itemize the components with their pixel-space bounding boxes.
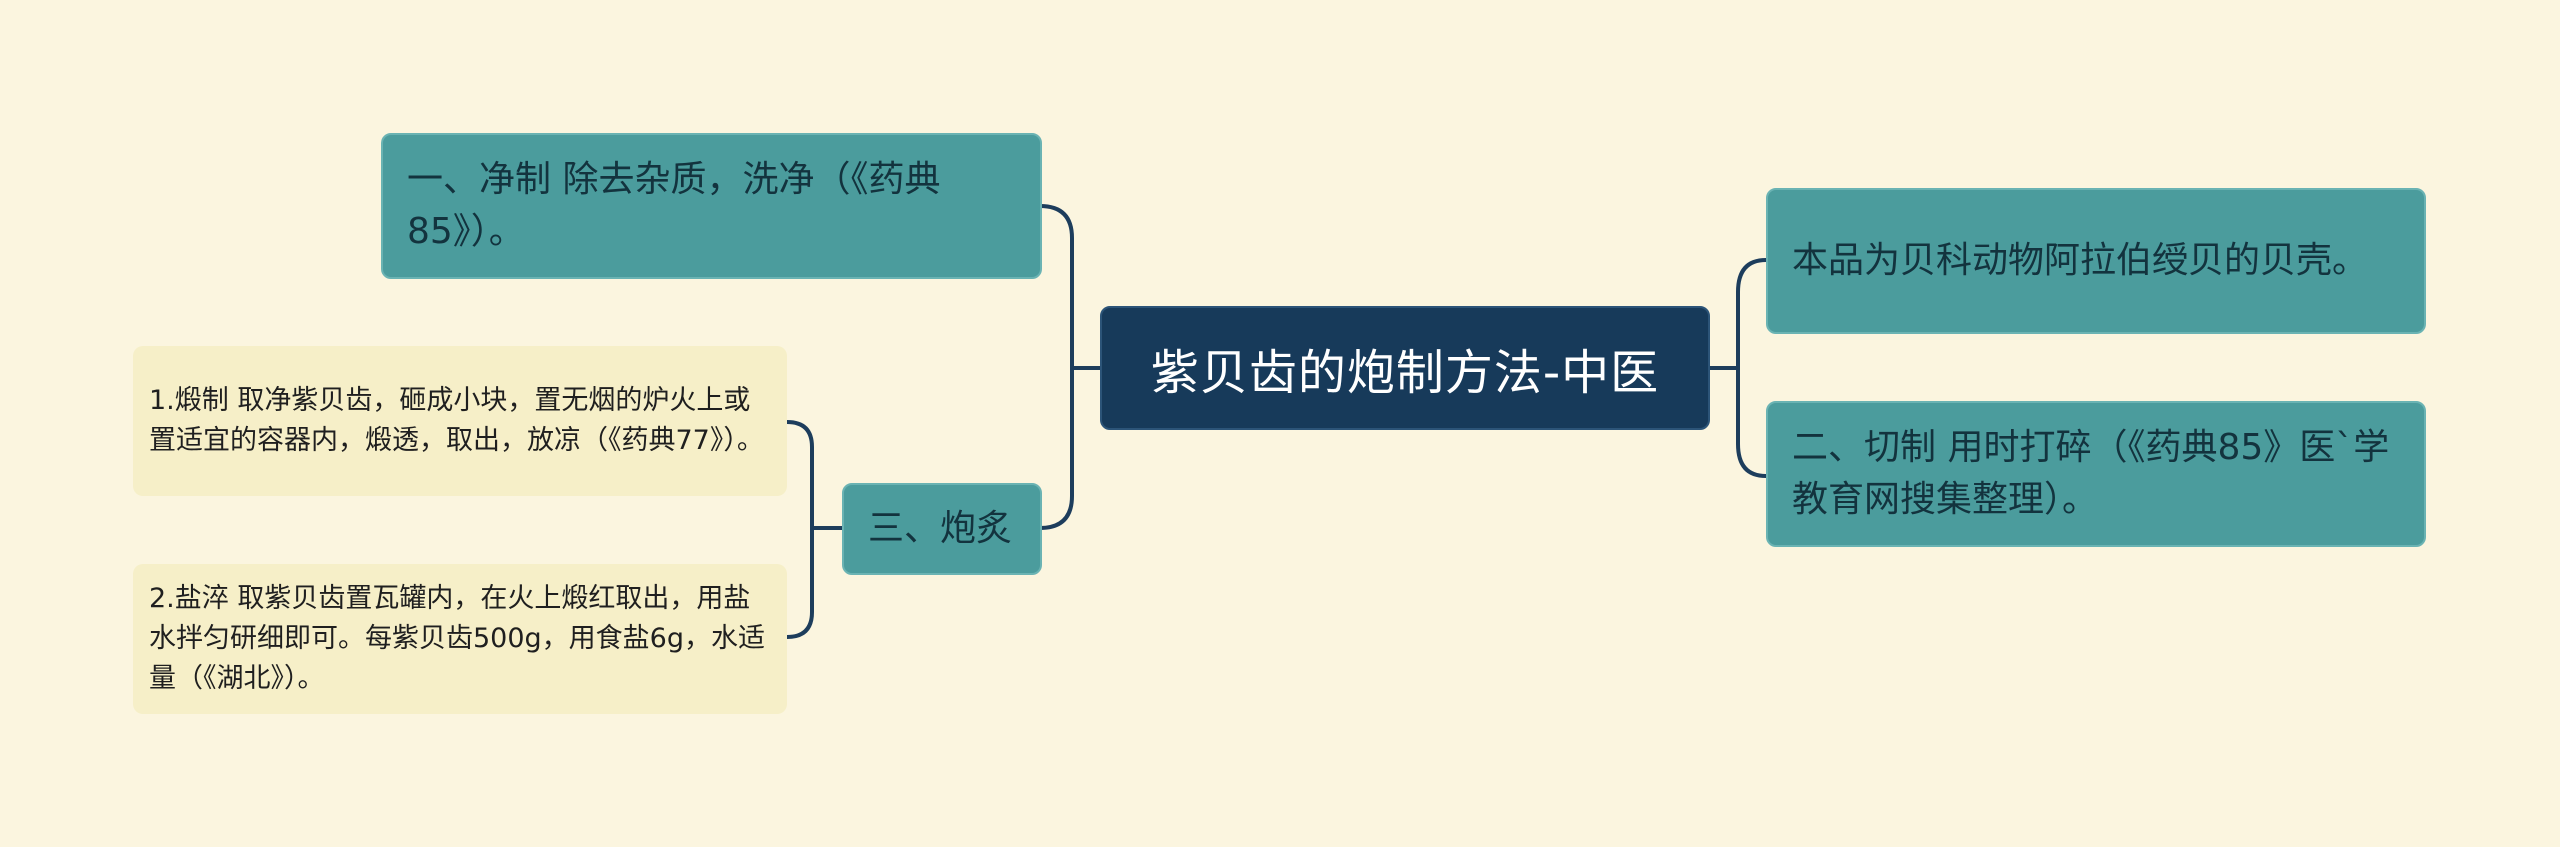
root-node[interactable]: 紫贝齿的炮制方法-中医 <box>1100 306 1710 430</box>
branch-pao-zhi-label: 三、炮炙 <box>868 508 1013 549</box>
branch-jing-zhi-label: 一、净制 除去杂质，洗净（《药典85》）。 <box>407 159 941 252</box>
connector-leaf-bracket <box>785 420 814 639</box>
branch-source-label: 本品为贝科动物阿拉伯绶贝的贝壳。 <box>1792 240 2369 281</box>
branch-jing-zhi[interactable]: 一、净制 除去杂质，洗净（《药典85》）。 <box>381 133 1042 279</box>
branch-source[interactable]: 本品为贝科动物阿拉伯绶贝的贝壳。 <box>1766 188 2426 334</box>
branch-qie-zhi[interactable]: 二、切制 用时打碎（《药典85》医`学教育网搜集整理）。 <box>1766 401 2426 547</box>
connector-left-bracket <box>1038 204 1074 530</box>
leaf-yan-cui[interactable]: 2.盐淬 取紫贝齿置瓦罐内，在火上煅红取出，用盐水拌匀研细即可。每紫贝齿500g… <box>133 564 787 714</box>
leaf-duan-zhi[interactable]: 1.煅制 取净紫贝齿，砸成小块，置无烟的炉火上或置适宜的容器内，煅透，取出，放凉… <box>133 346 787 496</box>
connector-right-bracket <box>1736 258 1768 478</box>
branch-pao-zhi[interactable]: 三、炮炙 <box>842 483 1042 575</box>
branch-qie-zhi-label: 二、切制 用时打碎（《药典85》医`学教育网搜集整理）。 <box>1792 427 2390 520</box>
leaf-yan-cui-label: 2.盐淬 取紫贝齿置瓦罐内，在火上煅红取出，用盐水拌匀研细即可。每紫贝齿500g… <box>149 583 765 694</box>
root-label: 紫贝齿的炮制方法-中医 <box>1150 345 1660 401</box>
leaf-duan-zhi-label: 1.煅制 取净紫贝齿，砸成小块，置无烟的炉火上或置适宜的容器内，煅透，取出，放凉… <box>149 385 764 456</box>
